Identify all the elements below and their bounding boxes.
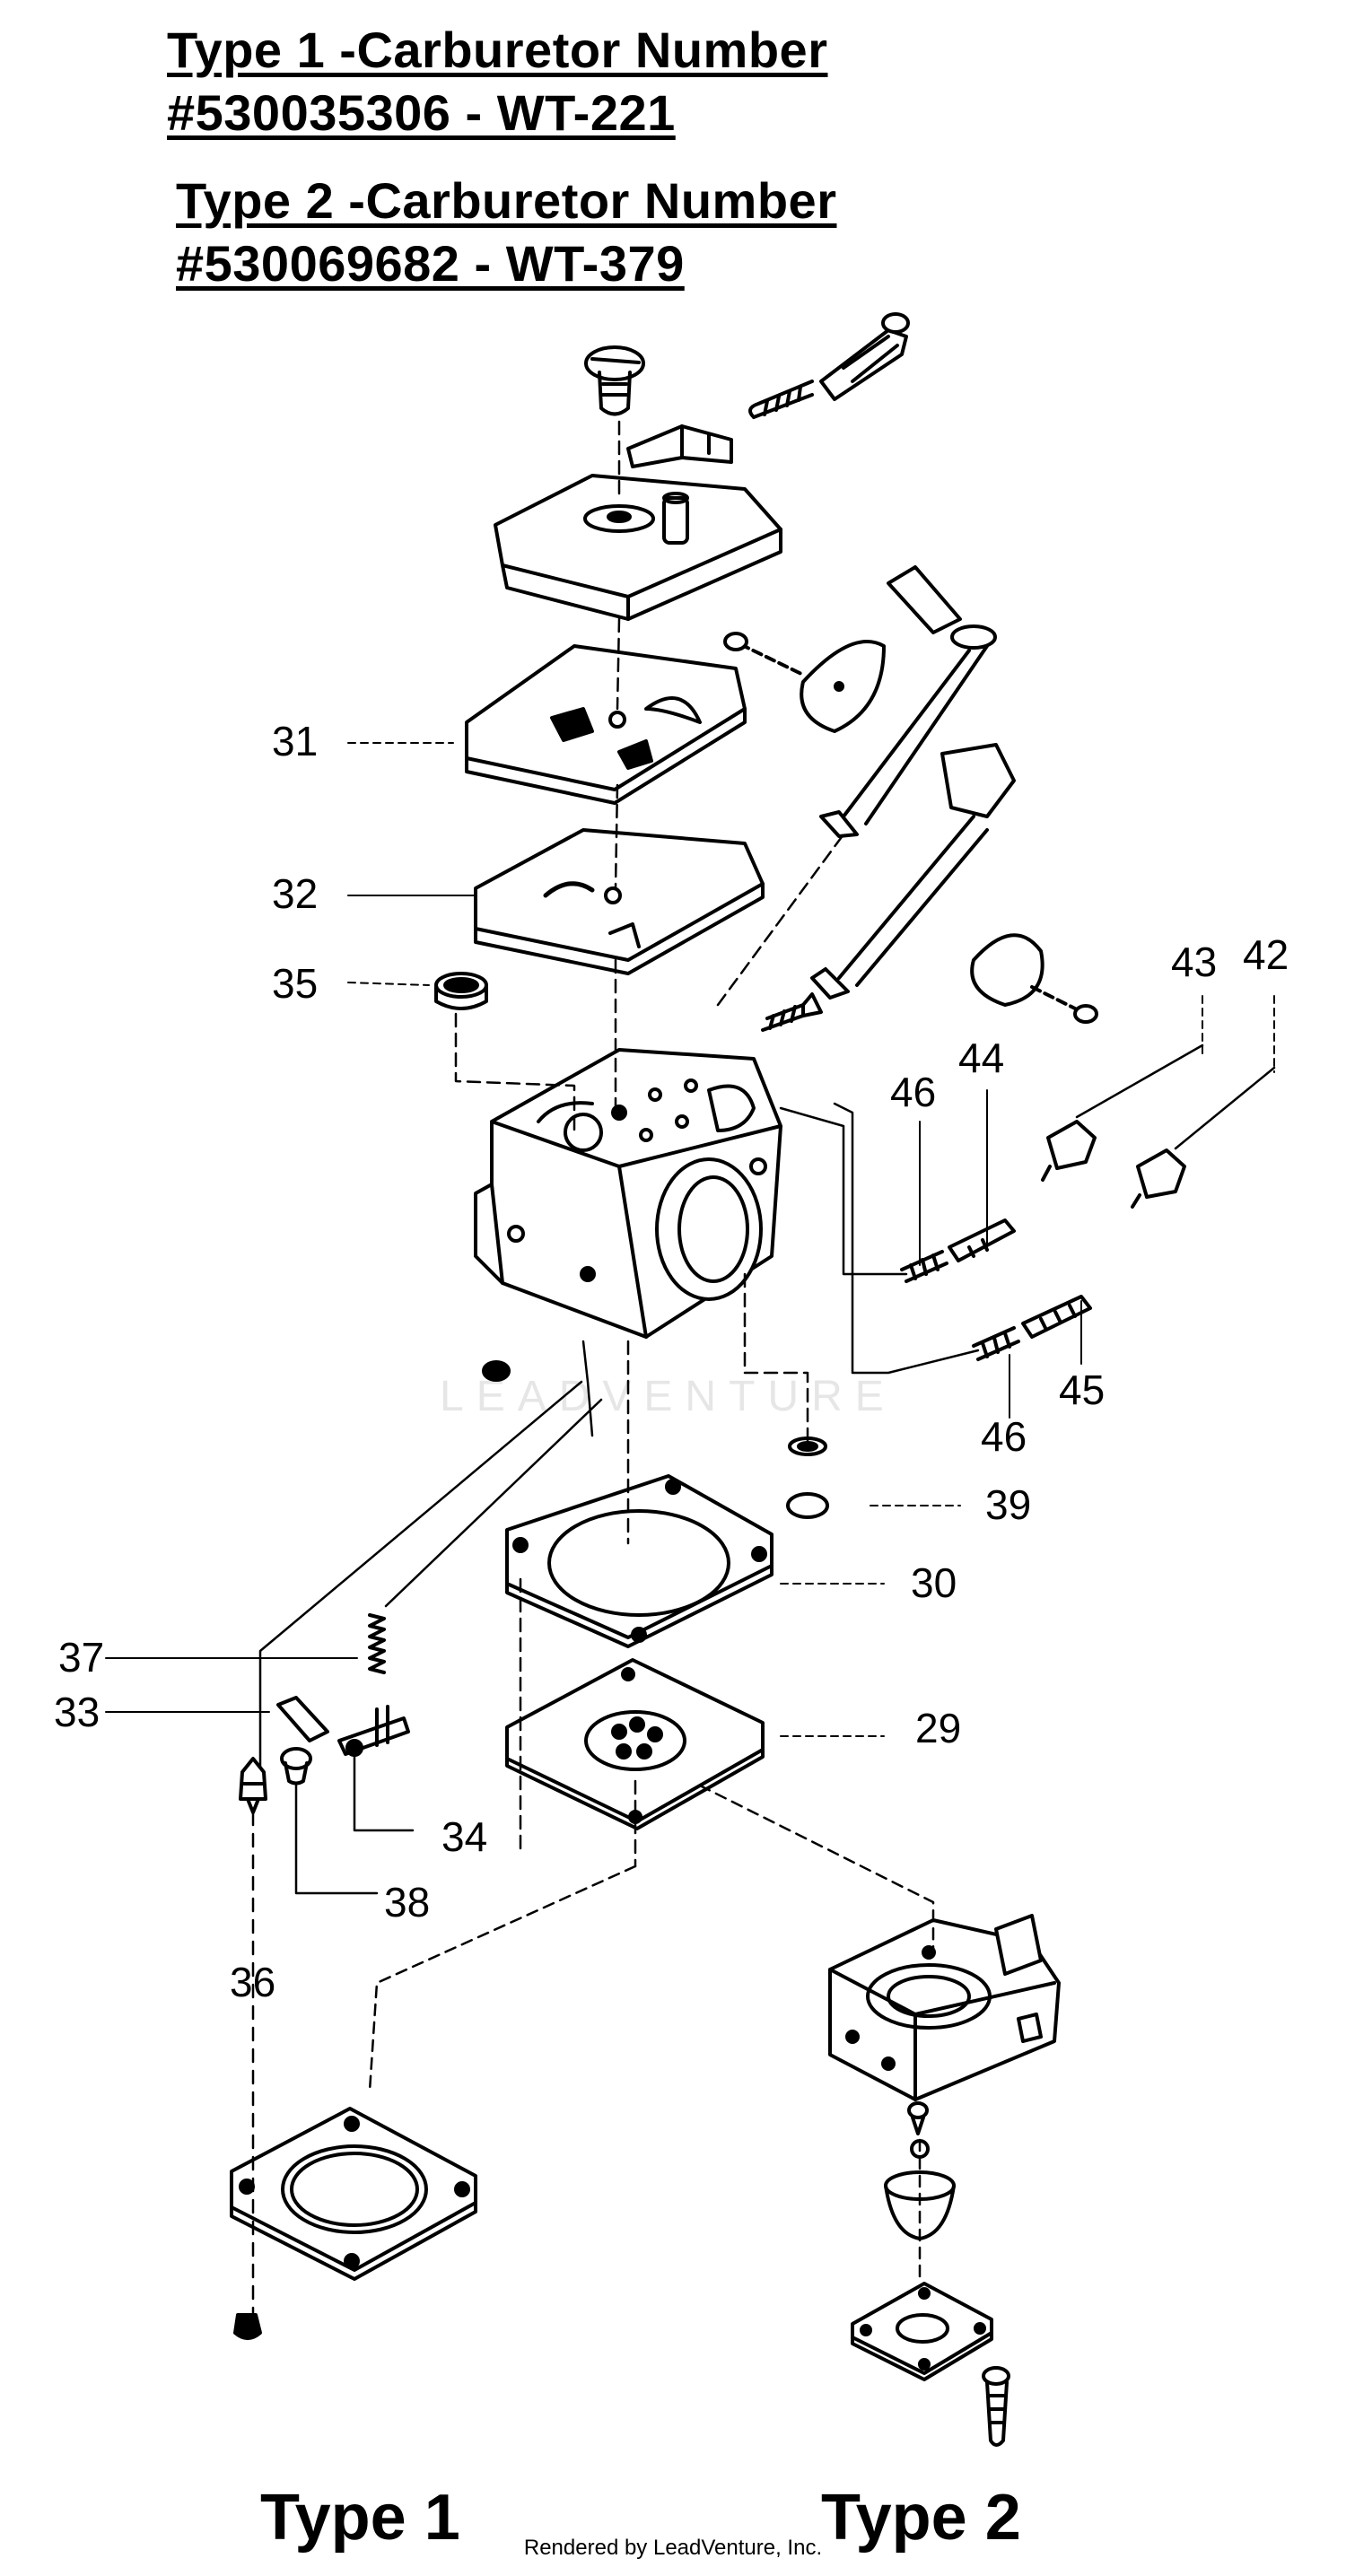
needle-45 — [1021, 1295, 1092, 1339]
callout-31: 31 — [272, 718, 318, 764]
type2-title-line2: #530069682 - WT-379 — [176, 235, 685, 292]
type1-screw — [233, 2313, 262, 2340]
lever-34 — [337, 1705, 410, 1757]
plug-42 — [1131, 1148, 1186, 1209]
callout-37: 37 — [58, 1634, 104, 1681]
screw-38 — [280, 1747, 312, 1786]
body-plug-screw — [482, 1360, 511, 1382]
footer-credit: Rendered by LeadVenture, Inc. — [523, 2536, 823, 2560]
type2-label: Type 2 — [821, 2482, 1021, 2554]
carburetor-body — [474, 1048, 782, 1339]
callout-36: 36 — [230, 1959, 275, 2005]
callout-44: 44 — [958, 1035, 1004, 1081]
inlet-bracket — [626, 424, 733, 468]
needle-44 — [948, 1218, 1016, 1262]
callout-34: 34 — [441, 1813, 487, 1860]
choke-valve-disc — [970, 933, 1098, 1024]
callout-38: 38 — [384, 1879, 430, 1925]
needle-36 — [239, 1757, 267, 1814]
diaphragm-32 — [474, 828, 765, 975]
type1-title-line2: #530035306 - WT-221 — [167, 84, 676, 141]
filter-39-b — [786, 1492, 829, 1519]
alignment-lines — [251, 420, 1276, 2317]
callout-32: 32 — [272, 870, 318, 917]
callout-46-upper: 46 — [890, 1069, 936, 1115]
plug-43 — [1041, 1120, 1097, 1182]
spring-37 — [368, 1613, 386, 1674]
gasket-31 — [465, 644, 747, 805]
diaphragm-29 — [505, 1658, 765, 1830]
type1-title-line1: Type 1 -Carburetor Number — [167, 22, 828, 78]
type2-primer-bulb — [884, 2139, 956, 2240]
type2-retainer — [851, 2282, 993, 2381]
callout-33: 33 — [54, 1689, 100, 1735]
type1-pump-cover — [230, 2107, 477, 2281]
type2-screw — [982, 2366, 1010, 2447]
throttle-valve-disc — [723, 632, 886, 733]
type2-pump-body — [828, 1914, 1061, 2101]
part-35-cap — [434, 972, 488, 1010]
cover-screw — [584, 345, 645, 416]
callout-39: 39 — [985, 1481, 1031, 1528]
gasket-30 — [505, 1474, 774, 1648]
callout-43: 43 — [1171, 939, 1217, 985]
needle-46b — [972, 1326, 1020, 1361]
needle-46a — [900, 1250, 948, 1283]
pump-cover — [494, 474, 782, 621]
choke-shaft — [810, 743, 1016, 1000]
type1-label: Type 1 — [260, 2482, 460, 2554]
callout-30: 30 — [911, 1559, 957, 1606]
callout-42: 42 — [1243, 931, 1289, 978]
needle-spring-top — [748, 312, 910, 419]
callout-35: 35 — [272, 960, 318, 1007]
callout-46-lower: 46 — [981, 1413, 1027, 1460]
callout-45: 45 — [1059, 1367, 1105, 1413]
throttle-shaft — [819, 565, 997, 838]
idle-screw — [761, 992, 823, 1032]
callout-29: 29 — [915, 1705, 961, 1751]
watermark-text: LEADVENTURE — [440, 1373, 896, 1420]
type2-small-screw — [907, 2101, 929, 2135]
callout-leaders — [105, 742, 1275, 1737]
type2-title-line1: Type 2 -Carburetor Number — [176, 172, 837, 229]
pin-33 — [276, 1696, 329, 1742]
